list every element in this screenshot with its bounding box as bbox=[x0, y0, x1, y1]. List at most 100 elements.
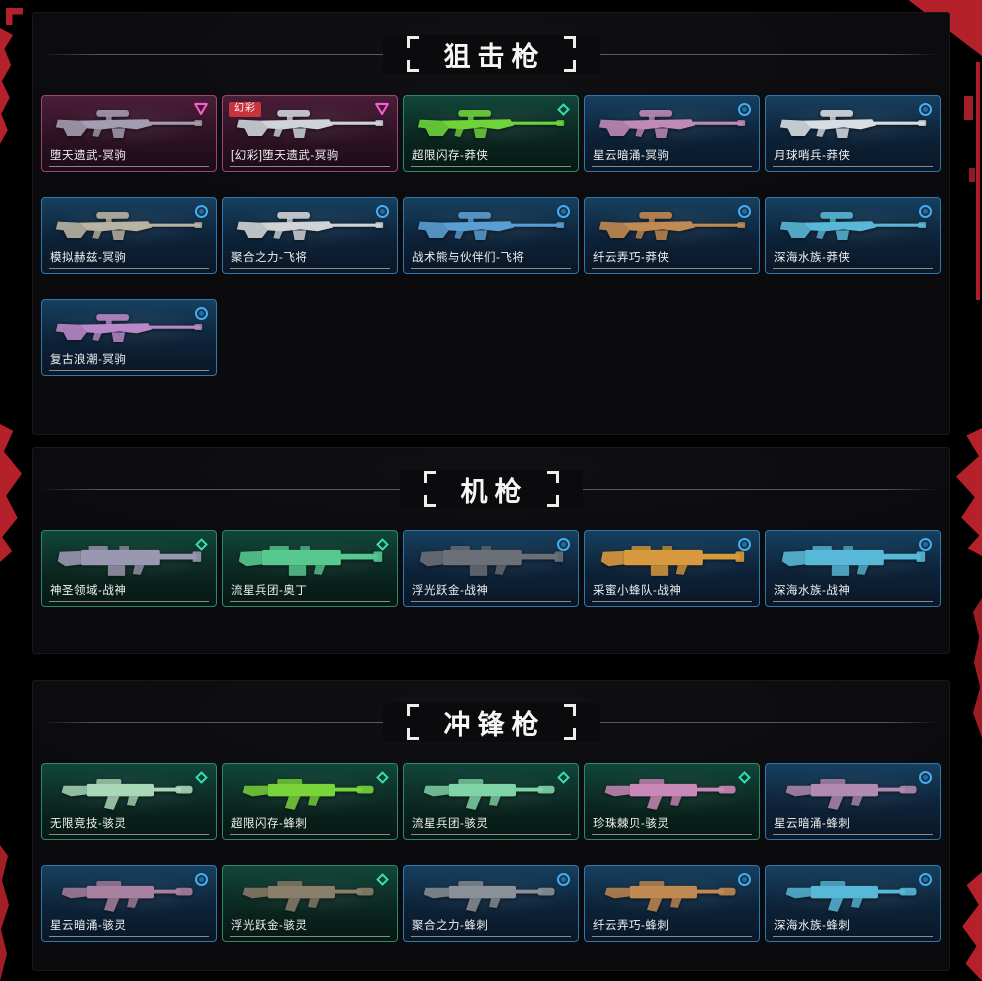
left-edge-glitch-decoration bbox=[0, 28, 13, 144]
skin-card[interactable]: 月球哨兵-莽侠 bbox=[765, 95, 941, 172]
weapon-image bbox=[595, 535, 749, 584]
skin-card[interactable]: 流星兵团-骇灵 bbox=[403, 763, 579, 840]
mid-right-paint-streak-decoration bbox=[956, 428, 982, 556]
skin-card[interactable]: 深海水族-战神 bbox=[765, 530, 941, 607]
weapon-image bbox=[595, 870, 749, 919]
skin-card[interactable]: 星云暗涌-骇灵 bbox=[41, 865, 217, 942]
select-rarity-icon bbox=[557, 873, 570, 886]
top-left-corner-glitch-decoration bbox=[6, 8, 23, 25]
weapon-image bbox=[776, 100, 930, 149]
skin-name-label: 模拟赫兹-冥驹 bbox=[49, 249, 209, 269]
bottom-left-glitch-decoration bbox=[0, 845, 9, 981]
weapon-image bbox=[776, 535, 930, 584]
left-bracket-decoration bbox=[423, 471, 436, 507]
right-bracket-decoration bbox=[564, 36, 576, 72]
select-rarity-icon bbox=[919, 103, 932, 116]
weapon-section: 狙击枪 堕天遗武-冥驹 幻彩 [幻彩]堕天遗武-冥驹 bbox=[32, 12, 950, 435]
skin-name-label: 流星兵团-奥丁 bbox=[230, 582, 390, 602]
weapon-image bbox=[52, 202, 206, 251]
skin-name-label: 战术熊与伙伴们-飞将 bbox=[411, 249, 571, 269]
skin-name-label: 深海水族-莽侠 bbox=[773, 249, 933, 269]
skin-card[interactable]: 神圣领域-战神 bbox=[41, 530, 217, 607]
select-rarity-icon bbox=[738, 538, 751, 551]
weapon-image bbox=[233, 202, 387, 251]
skin-card[interactable]: 聚合之力-飞将 bbox=[222, 197, 398, 274]
weapon-image bbox=[414, 202, 568, 251]
skin-card[interactable]: 星云暗涌-冥驹 bbox=[584, 95, 760, 172]
section-title-wrap: 狙击枪 bbox=[382, 34, 600, 74]
select-rarity-icon bbox=[557, 538, 570, 551]
skin-card[interactable]: 超限闪存-莽侠 bbox=[403, 95, 579, 172]
select-rarity-icon bbox=[919, 205, 932, 218]
skin-card[interactable]: 浮光跃金-战神 bbox=[403, 530, 579, 607]
right-edge-line-decoration bbox=[976, 62, 980, 300]
select-rarity-icon bbox=[195, 307, 208, 320]
skin-name-label: 纤云弄巧-莽侠 bbox=[592, 249, 752, 269]
skin-name-label: 堕天遗武-冥驹 bbox=[49, 147, 209, 167]
select-rarity-icon bbox=[195, 205, 208, 218]
right-edge-glitch-block-decoration bbox=[964, 96, 973, 120]
right-bracket-decoration bbox=[547, 471, 559, 507]
weapon-image bbox=[233, 535, 387, 584]
skin-name-label: 采蜜小蜂队-战神 bbox=[592, 582, 752, 602]
skin-card[interactable]: 采蜜小蜂队-战神 bbox=[584, 530, 760, 607]
skin-card[interactable]: 珍珠棘贝-骇灵 bbox=[584, 763, 760, 840]
section-title-wrap: 机枪 bbox=[399, 469, 583, 509]
skin-card[interactable]: 幻彩 [幻彩]堕天遗武-冥驹 bbox=[222, 95, 398, 172]
skin-name-label: 流星兵团-骇灵 bbox=[411, 815, 571, 835]
select-rarity-icon bbox=[738, 205, 751, 218]
select-rarity-icon bbox=[919, 538, 932, 551]
skin-name-label: 聚合之力-蜂刺 bbox=[411, 917, 571, 937]
variant-badge: 幻彩 bbox=[229, 102, 261, 117]
weapon-image bbox=[414, 870, 568, 919]
left-bracket-decoration bbox=[406, 36, 419, 72]
card-grid: 神圣领域-战神 流星兵团-奥丁 浮光跃金-战神 bbox=[33, 530, 949, 607]
skin-name-label: 超限闪存-莽侠 bbox=[411, 147, 571, 167]
skin-card[interactable]: 战术熊与伙伴们-飞将 bbox=[403, 197, 579, 274]
skin-card[interactable]: 流星兵团-奥丁 bbox=[222, 530, 398, 607]
weapon-image bbox=[595, 202, 749, 251]
skin-name-label: 无限竞技-骇灵 bbox=[49, 815, 209, 835]
section-header: 冲锋枪 bbox=[33, 681, 949, 763]
skin-card[interactable]: 堕天遗武-冥驹 bbox=[41, 95, 217, 172]
skin-name-label: 星云暗涌-冥驹 bbox=[592, 147, 752, 167]
skin-name-label: 聚合之力-飞将 bbox=[230, 249, 390, 269]
weapon-image bbox=[52, 870, 206, 919]
select-rarity-icon bbox=[557, 205, 570, 218]
select-rarity-icon bbox=[919, 873, 932, 886]
skin-card[interactable]: 超限闪存-蜂刺 bbox=[222, 763, 398, 840]
skin-name-label: 深海水族-蜂刺 bbox=[773, 917, 933, 937]
skin-name-label: 深海水族-战神 bbox=[773, 582, 933, 602]
skin-name-label: 浮光跃金-骇灵 bbox=[230, 917, 390, 937]
weapon-section: 冲锋枪 无限竞技-骇灵 超限闪存-蜂刺 bbox=[32, 680, 950, 971]
weapon-image bbox=[414, 768, 568, 817]
section-title: 机枪 bbox=[460, 476, 529, 507]
weapon-image bbox=[414, 535, 568, 584]
skin-name-label: 月球哨兵-莽侠 bbox=[773, 147, 933, 167]
skin-card[interactable]: 聚合之力-蜂刺 bbox=[403, 865, 579, 942]
skin-name-label: 超限闪存-蜂刺 bbox=[230, 815, 390, 835]
select-rarity-icon bbox=[738, 103, 751, 116]
section-title: 狙击枪 bbox=[443, 41, 546, 72]
section-title-wrap: 冲锋枪 bbox=[382, 702, 600, 742]
skin-card[interactable]: 深海水族-蜂刺 bbox=[765, 865, 941, 942]
skin-card[interactable]: 深海水族-莽侠 bbox=[765, 197, 941, 274]
skin-card[interactable]: 星云暗涌-蜂刺 bbox=[765, 763, 941, 840]
skin-name-label: 纤云弄巧-蜂刺 bbox=[592, 917, 752, 937]
weapon-image bbox=[414, 100, 568, 149]
weapon-image bbox=[776, 870, 930, 919]
weapon-image bbox=[52, 100, 206, 149]
skin-card[interactable]: 纤云弄巧-莽侠 bbox=[584, 197, 760, 274]
weapon-image bbox=[595, 100, 749, 149]
section-title: 冲锋枪 bbox=[443, 709, 546, 740]
left-bracket-decoration bbox=[406, 704, 419, 740]
skin-card[interactable]: 复古浪潮-冥驹 bbox=[41, 299, 217, 376]
skin-card[interactable]: 纤云弄巧-蜂刺 bbox=[584, 865, 760, 942]
skin-card[interactable]: 模拟赫兹-冥驹 bbox=[41, 197, 217, 274]
skin-name-label: 星云暗涌-骇灵 bbox=[49, 917, 209, 937]
skin-card[interactable]: 无限竞技-骇灵 bbox=[41, 763, 217, 840]
weapon-image bbox=[233, 768, 387, 817]
select-rarity-icon bbox=[376, 205, 389, 218]
skin-card[interactable]: 浮光跃金-骇灵 bbox=[222, 865, 398, 942]
